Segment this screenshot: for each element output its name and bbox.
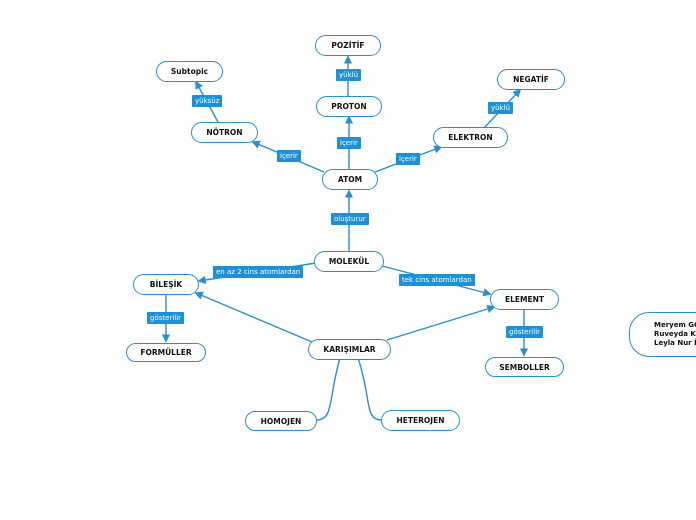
label-atom-notron: içerir [277,150,301,162]
author-1: Meryem GÖ [654,321,696,329]
node-homojen[interactable]: HOMOJEN [245,411,317,431]
node-pozitif[interactable]: POZİTİF [315,35,381,56]
edge-karisimlar-element [386,304,496,341]
node-molekul[interactable]: MOLEKÜL [314,251,384,272]
edge-karisimlar-heterojen [357,357,383,421]
node-proton[interactable]: PROTON [316,96,382,117]
label-atom-elektron: içerir [396,153,420,165]
label-molekul-bilesik: en az 2 cins atomlardan [213,266,304,278]
node-formuller[interactable]: FORMÜLLER [126,343,206,362]
label-molekul-atom: oluşturur [331,213,369,225]
label-molekul-element: tek cins atomlardan [399,274,475,286]
label-atom-proton: içerir [337,137,361,149]
authors-box[interactable]: Meryem GÖ Ruveyda KI Leyla Nur İ [629,312,696,357]
label-elektron-negatif: yüklü [488,102,514,114]
author-3: Leyla Nur İ [654,339,696,347]
label-element-semboller: gösterilir [506,326,544,338]
author-2: Ruveyda KI [654,330,696,338]
node-subtopic[interactable]: Subtopic [156,61,223,82]
label-proton-pozitif: yüklü [336,69,362,81]
edge-karisimlar-bilesik [194,291,313,343]
node-notron[interactable]: NÖTRON [191,122,258,143]
node-elektron[interactable]: ELEKTRON [433,127,508,148]
label-bilesik-formuller: gösterilir [147,312,185,324]
node-semboller[interactable]: SEMBOLLER [485,357,564,377]
node-karisimlar[interactable]: KARIŞIMLAR [308,339,391,360]
edge-karisimlar-homojen [315,357,341,421]
node-bilesik[interactable]: BİLEŞİK [133,274,199,295]
node-element[interactable]: ELEMENT [490,289,559,310]
node-atom[interactable]: ATOM [322,169,378,190]
node-heterojen[interactable]: HETEROJEN [381,410,460,431]
node-negatif[interactable]: NEGATİF [497,69,565,90]
label-notron-subtopic: yüksüz [192,95,223,107]
